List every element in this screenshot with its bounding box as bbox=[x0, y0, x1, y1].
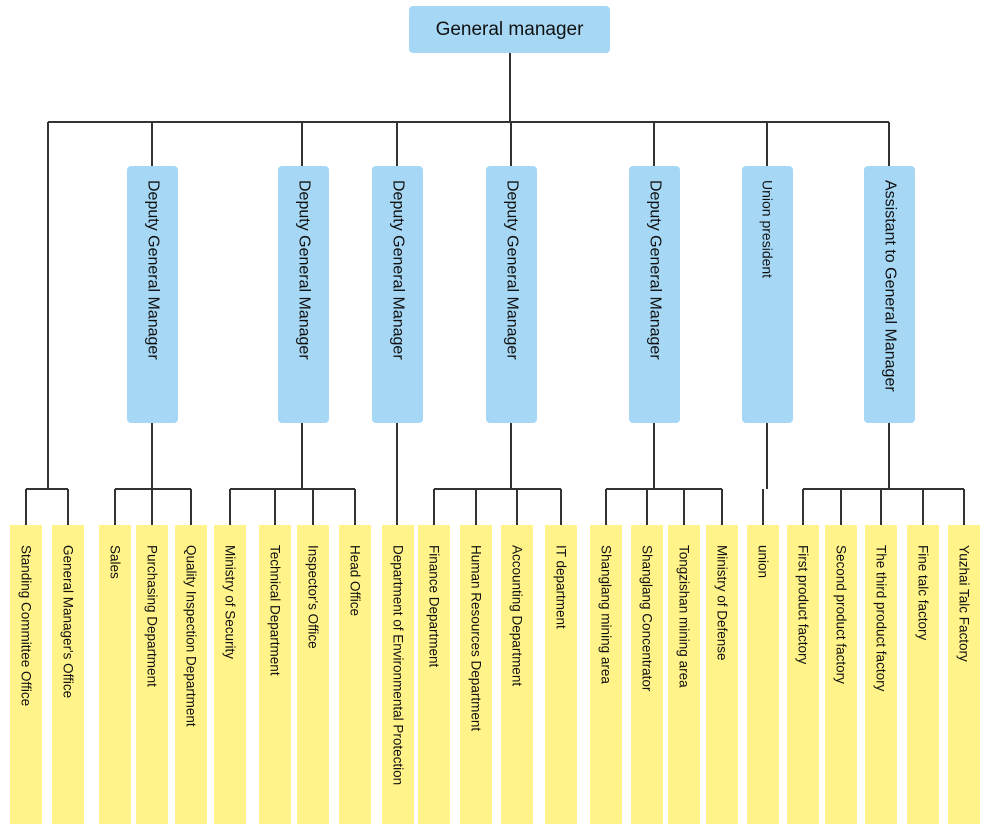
dept-label: Yuzhai Talc Factory bbox=[956, 545, 972, 662]
dept-label: Accounting Department bbox=[509, 545, 525, 687]
dept-technical: Technical Department bbox=[259, 525, 291, 824]
dept-label: Shanglang Concentrator bbox=[639, 545, 655, 692]
dept-union: union bbox=[747, 525, 779, 824]
dept-head-office: Head Office bbox=[339, 525, 371, 824]
dept-it: IT department bbox=[545, 525, 577, 824]
branch-label: Deputy General Manager bbox=[503, 180, 521, 360]
branch-node-union-president: Union president bbox=[742, 166, 793, 423]
dept-accounting: Accounting Department bbox=[501, 525, 533, 824]
branch-label: Deputy General Manager bbox=[295, 180, 313, 360]
dept-ministry-of-security: Ministry of Security bbox=[214, 525, 246, 824]
dept-label: Quality Inspection Department bbox=[183, 545, 199, 727]
dept-label: The third product factory bbox=[873, 545, 889, 692]
branch-node-deputy-gm-2: Deputy General Manager bbox=[278, 166, 329, 423]
dept-sales: Sales bbox=[99, 525, 131, 824]
dept-label: union bbox=[755, 545, 771, 579]
dept-label: Inspector's Office bbox=[305, 545, 321, 649]
dept-second-product-factory: Second product factory bbox=[825, 525, 857, 824]
dept-quality-inspection: Quality Inspection Department bbox=[175, 525, 207, 824]
dept-label: Head Office bbox=[347, 545, 363, 617]
dept-first-product-factory: First product factory bbox=[787, 525, 819, 824]
dept-standing-committee-office: Standing Committee Office bbox=[10, 525, 42, 824]
dept-label: Standing Committee Office bbox=[18, 545, 34, 707]
dept-label: Tongzishan mining area bbox=[676, 545, 692, 688]
branch-label: Deputy General Manager bbox=[144, 180, 162, 360]
dept-shanglang-concentrator: Shanglang Concentrator bbox=[631, 525, 663, 824]
dept-label: Second product factory bbox=[833, 545, 849, 684]
dept-label: Fine talc factory bbox=[915, 545, 931, 641]
dept-label: Shanglang mining area bbox=[598, 545, 614, 684]
branch-node-deputy-gm-4: Deputy General Manager bbox=[486, 166, 537, 423]
branch-label: Deputy General Manager bbox=[389, 180, 407, 360]
dept-label: First product factory bbox=[795, 545, 811, 665]
dept-label: Ministry of Defense bbox=[714, 545, 730, 661]
dept-inspectors-office: Inspector's Office bbox=[297, 525, 329, 824]
dept-human-resources: Human Resources Department bbox=[460, 525, 492, 824]
root-label: General manager bbox=[435, 18, 584, 40]
dept-purchasing: Purchasing Department bbox=[136, 525, 168, 824]
dept-finance: Finance Department bbox=[418, 525, 450, 824]
dept-third-product-factory: The third product factory bbox=[865, 525, 897, 824]
dept-environmental-protection: Department of Environmental Protection bbox=[382, 525, 414, 824]
dept-ministry-of-defense: Ministry of Defense bbox=[706, 525, 738, 824]
dept-label: Ministry of Security bbox=[222, 545, 238, 660]
dept-label: Finance Department bbox=[426, 545, 442, 668]
dept-tongzishan-mining-area: Tongzishan mining area bbox=[668, 525, 700, 824]
root-node-general-manager: General manager bbox=[409, 6, 610, 53]
dept-shanglang-mining-area: Shanglang mining area bbox=[590, 525, 622, 824]
branch-node-deputy-gm-1: Deputy General Manager bbox=[127, 166, 178, 423]
dept-label: Human Resources Department bbox=[468, 545, 484, 732]
dept-label: IT department bbox=[553, 545, 569, 629]
branch-node-deputy-gm-3: Deputy General Manager bbox=[372, 166, 423, 423]
dept-yuzhai-talc-factory: Yuzhai Talc Factory bbox=[948, 525, 980, 824]
branch-label: Union president bbox=[759, 180, 776, 279]
dept-label: Technical Department bbox=[267, 545, 283, 676]
dept-label: General Manager's Office bbox=[60, 545, 76, 699]
dept-label: Department of Environmental Protection bbox=[390, 545, 406, 786]
branch-label: Deputy General Manager bbox=[646, 180, 664, 360]
dept-general-managers-office: General Manager's Office bbox=[52, 525, 84, 824]
branch-label: Assistant to General Manager bbox=[881, 180, 899, 392]
branch-node-assistant-gm: Assistant to General Manager bbox=[864, 166, 915, 423]
dept-label: Sales bbox=[107, 545, 123, 579]
dept-fine-talc-factory: Fine talc factory bbox=[907, 525, 939, 824]
dept-label: Purchasing Department bbox=[144, 545, 160, 687]
branch-node-deputy-gm-5: Deputy General Manager bbox=[629, 166, 680, 423]
